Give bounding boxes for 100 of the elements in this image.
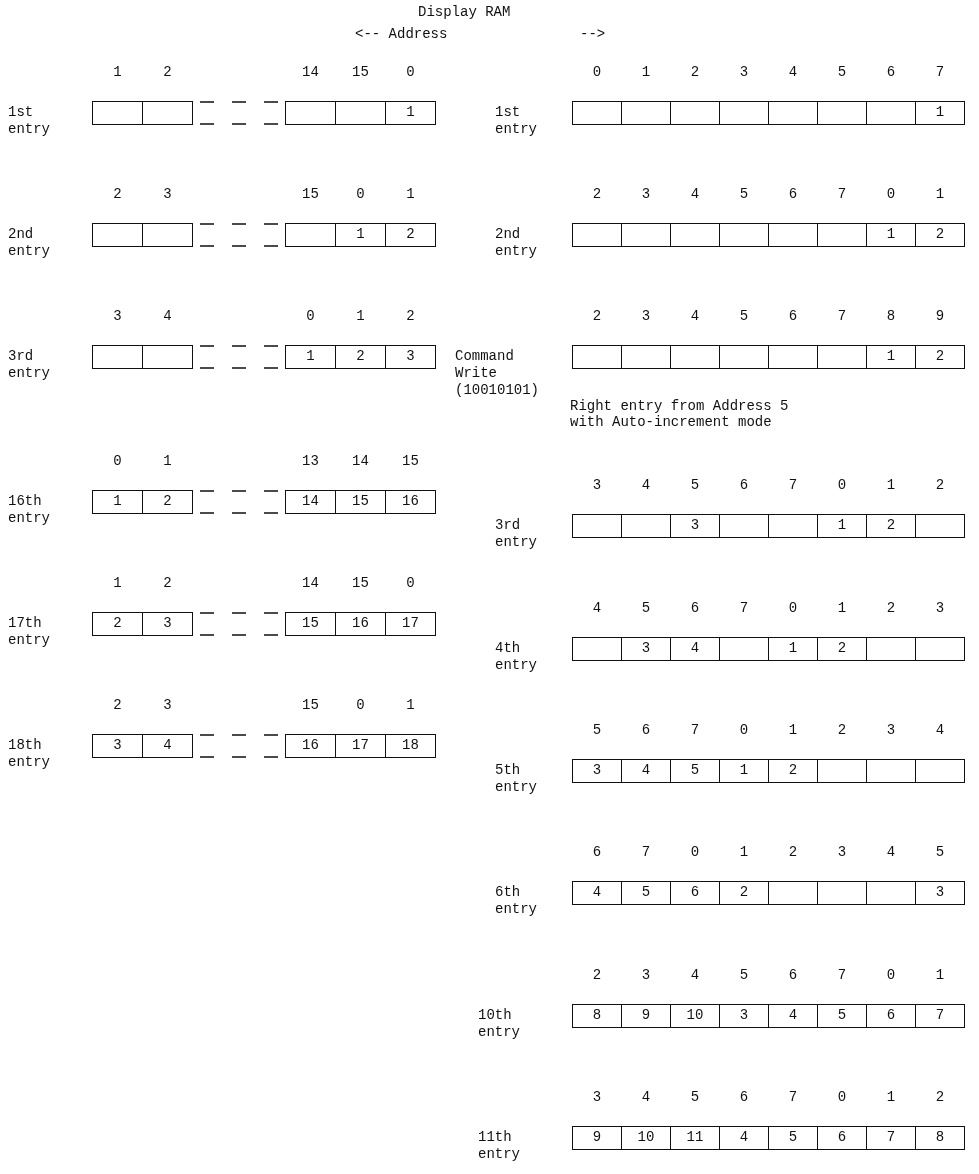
address-number: 6 [739,476,749,495]
address-number: 0 [837,1088,847,1107]
address-number: 1 [163,452,172,471]
address-number: 0 [406,574,415,593]
address-number: 5 [641,599,651,618]
address-number: 0 [886,185,896,204]
address-number: 3 [641,307,651,326]
address-direction-label: --> [580,26,606,42]
address-number: 3 [641,966,651,985]
cell-value: 1 [935,104,945,120]
cell-value: 10 [686,1007,704,1023]
address-number: 15 [352,574,369,593]
row-label: 5th entry [495,762,537,796]
address-number: 0 [837,476,847,495]
cell-value: 2 [163,493,172,509]
cell-value: 2 [935,348,945,364]
address-number: 3 [641,185,651,204]
address-number: 6 [788,307,798,326]
address-number: 14 [302,63,319,82]
address-number: 2 [886,599,896,618]
address-direction-label: <-- Address [355,26,448,42]
address-number: 7 [788,1088,798,1107]
address-number: 4 [641,1088,651,1107]
address-number: 4 [788,63,798,82]
address-number: 2 [788,843,798,862]
address-number: 2 [837,721,847,740]
address-number: 2 [592,307,602,326]
row-label: 11th entry [478,1129,520,1163]
row-label: 2nd entry [495,226,537,260]
cell-value: 6 [837,1129,847,1145]
cell-value: 2 [837,640,847,656]
cell-value: 6 [690,884,700,900]
cell-value: 1 [306,348,315,364]
address-number: 0 [690,843,700,862]
address-number: 13 [302,452,319,471]
address-number: 3 [113,307,122,326]
address-number: 5 [739,966,749,985]
address-number: 1 [356,307,365,326]
cell-value: 7 [886,1129,896,1145]
address-number: 3 [592,1088,602,1107]
address-number: 7 [788,476,798,495]
address-number: 6 [690,599,700,618]
address-number: 6 [788,185,798,204]
address-number: 8 [886,307,896,326]
address-number: 1 [886,1088,896,1107]
address-number: 6 [641,721,651,740]
cell-value: 5 [690,762,700,778]
cell-value: 18 [402,737,419,753]
row-label: 1st entry [8,104,50,138]
address-number: 5 [739,307,749,326]
address-number: 5 [739,185,749,204]
address-number: 4 [641,476,651,495]
address-number: 4 [690,966,700,985]
address-number: 7 [739,599,749,618]
address-number: 14 [302,574,319,593]
cell-value: 1 [113,493,122,509]
address-number: 4 [690,185,700,204]
title: Display RAM [418,4,511,20]
address-number: 0 [886,966,896,985]
row-label: 6th entry [495,884,537,918]
cell-value: 9 [641,1007,651,1023]
cell-value: 3 [406,348,415,364]
cell-value: 17 [352,737,369,753]
address-number: 1 [935,966,945,985]
cell-value: 8 [935,1129,945,1145]
address-number: 3 [935,599,945,618]
address-number: 15 [302,696,319,715]
address-number: 5 [935,843,945,862]
address-number: 1 [935,185,945,204]
address-number: 3 [163,696,172,715]
cell-value: 1 [406,104,415,120]
cell-value: 1 [837,517,847,533]
cell-value: 4 [690,640,700,656]
cell-value: 5 [837,1007,847,1023]
address-number: 7 [935,63,945,82]
address-number: 2 [935,476,945,495]
cell-value: 14 [302,493,319,509]
address-number: 5 [690,476,700,495]
cell-value: 2 [739,884,749,900]
address-number: 15 [352,63,369,82]
address-number: 1 [113,63,122,82]
address-number: 1 [641,63,651,82]
address-number: 0 [592,63,602,82]
address-number: 1 [788,721,798,740]
cell-value: 2 [935,226,945,242]
address-number: 4 [935,721,945,740]
address-number: 2 [592,966,602,985]
cell-value: 8 [592,1007,602,1023]
cell-value: 3 [935,884,945,900]
address-number: 7 [690,721,700,740]
address-number: 6 [739,1088,749,1107]
cell-value: 3 [690,517,700,533]
cell-value: 5 [788,1129,798,1145]
cell-value: 1 [886,226,896,242]
cell-value: 2 [788,762,798,778]
row-label: Command Write (10010101) [455,348,539,399]
address-number: 1 [113,574,122,593]
address-number: 0 [306,307,315,326]
cell-value: 10 [637,1129,655,1145]
cell-value: 4 [163,737,172,753]
